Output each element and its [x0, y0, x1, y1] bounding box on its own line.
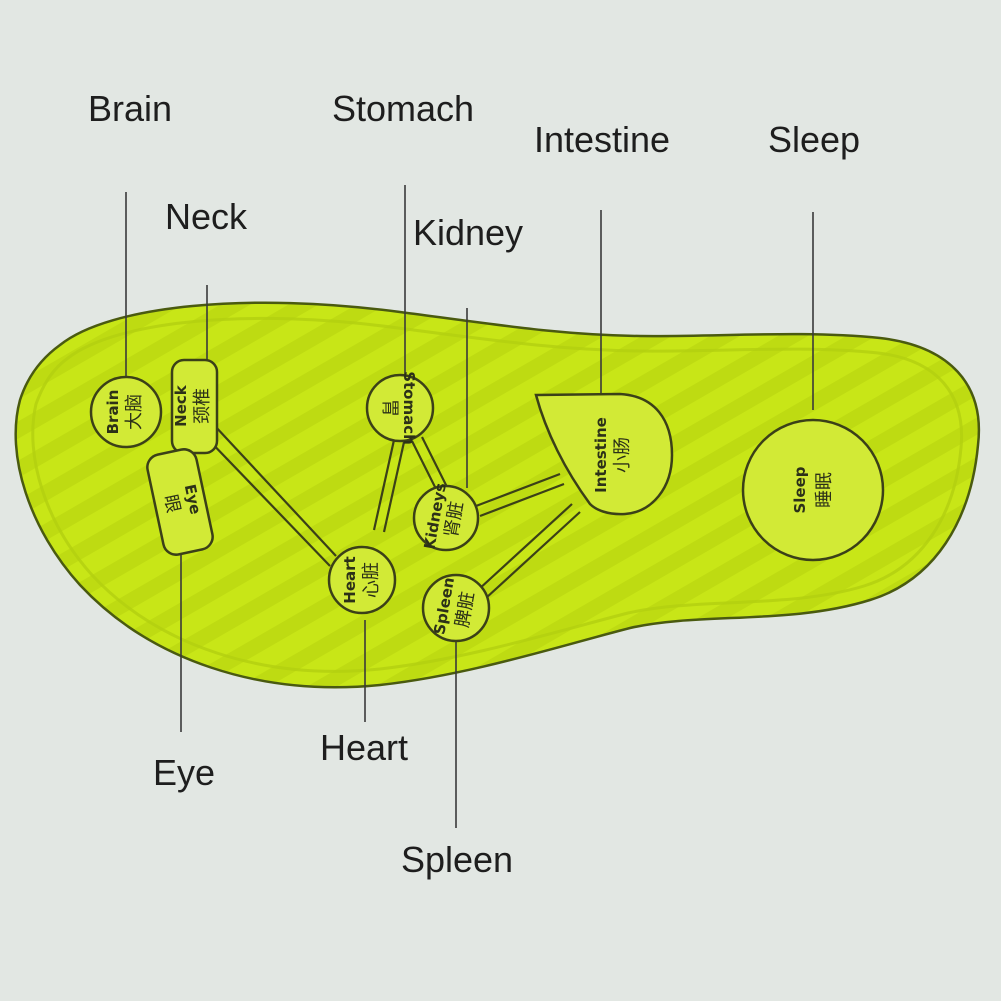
zone-brain-cn: 大脑	[124, 394, 145, 430]
zone-sleep-cn: 睡眠	[814, 472, 835, 508]
outer-labels: Brain Neck Stomach Kidney Intestine Slee…	[88, 88, 860, 880]
zone-brain: Brain 大脑	[89, 375, 163, 449]
label-kidney: Kidney	[413, 212, 523, 253]
zone-intestine: Intestine 小肠	[534, 392, 674, 516]
insole-inner-edge	[31, 316, 964, 673]
label-neck: Neck	[165, 196, 248, 237]
zone-stomach: Stomach 胃	[365, 371, 435, 445]
label-eye: Eye	[153, 752, 215, 793]
zone-eye: Eye 眼	[146, 448, 214, 556]
connector-kidney-intestine	[475, 472, 565, 518]
label-heart: Heart	[320, 727, 408, 768]
zone-sleep: Sleep 睡眠	[741, 418, 885, 562]
zone-eye-en: Eye	[181, 483, 205, 516]
label-spleen: Spleen	[401, 839, 513, 880]
label-brain: Brain	[88, 88, 172, 129]
zone-heart-cn: 心脏	[361, 562, 382, 598]
insole-outline	[14, 301, 981, 689]
connector-spleen-intestine	[477, 503, 581, 599]
connector-stomach-kidney	[411, 436, 448, 492]
insole	[14, 301, 981, 689]
zone-connectors	[203, 424, 581, 599]
label-stomach: Stomach	[332, 88, 474, 129]
zone-spleen: Spleen 脾脏	[421, 573, 491, 643]
zone-stomach-cn: 胃	[379, 399, 400, 417]
zone-neck-en: Neck	[172, 384, 190, 427]
zone-neck: Neck 颈椎	[170, 358, 219, 455]
zone-stomach-en: Stomach	[400, 371, 418, 445]
zone-intestine-cn: 小肠	[612, 437, 633, 473]
label-sleep: Sleep	[768, 119, 860, 160]
label-intestine: Intestine	[534, 119, 670, 160]
connector-stomach-heart	[372, 439, 406, 533]
zone-sleep-en: Sleep	[791, 466, 809, 513]
zone-eye-cn: 眼	[160, 493, 184, 515]
zone-kidney: Kidneys 肾脏	[412, 481, 480, 552]
zone-neck-cn: 颈椎	[192, 388, 213, 424]
zone-intestine-en: Intestine	[592, 417, 610, 493]
zone-heart-en: Heart	[341, 556, 359, 603]
zone-heart: Heart 心脏	[327, 545, 397, 615]
connector-neck-heart	[203, 424, 337, 567]
zone-brain-en: Brain	[104, 390, 122, 435]
leader-lines	[125, 185, 814, 828]
